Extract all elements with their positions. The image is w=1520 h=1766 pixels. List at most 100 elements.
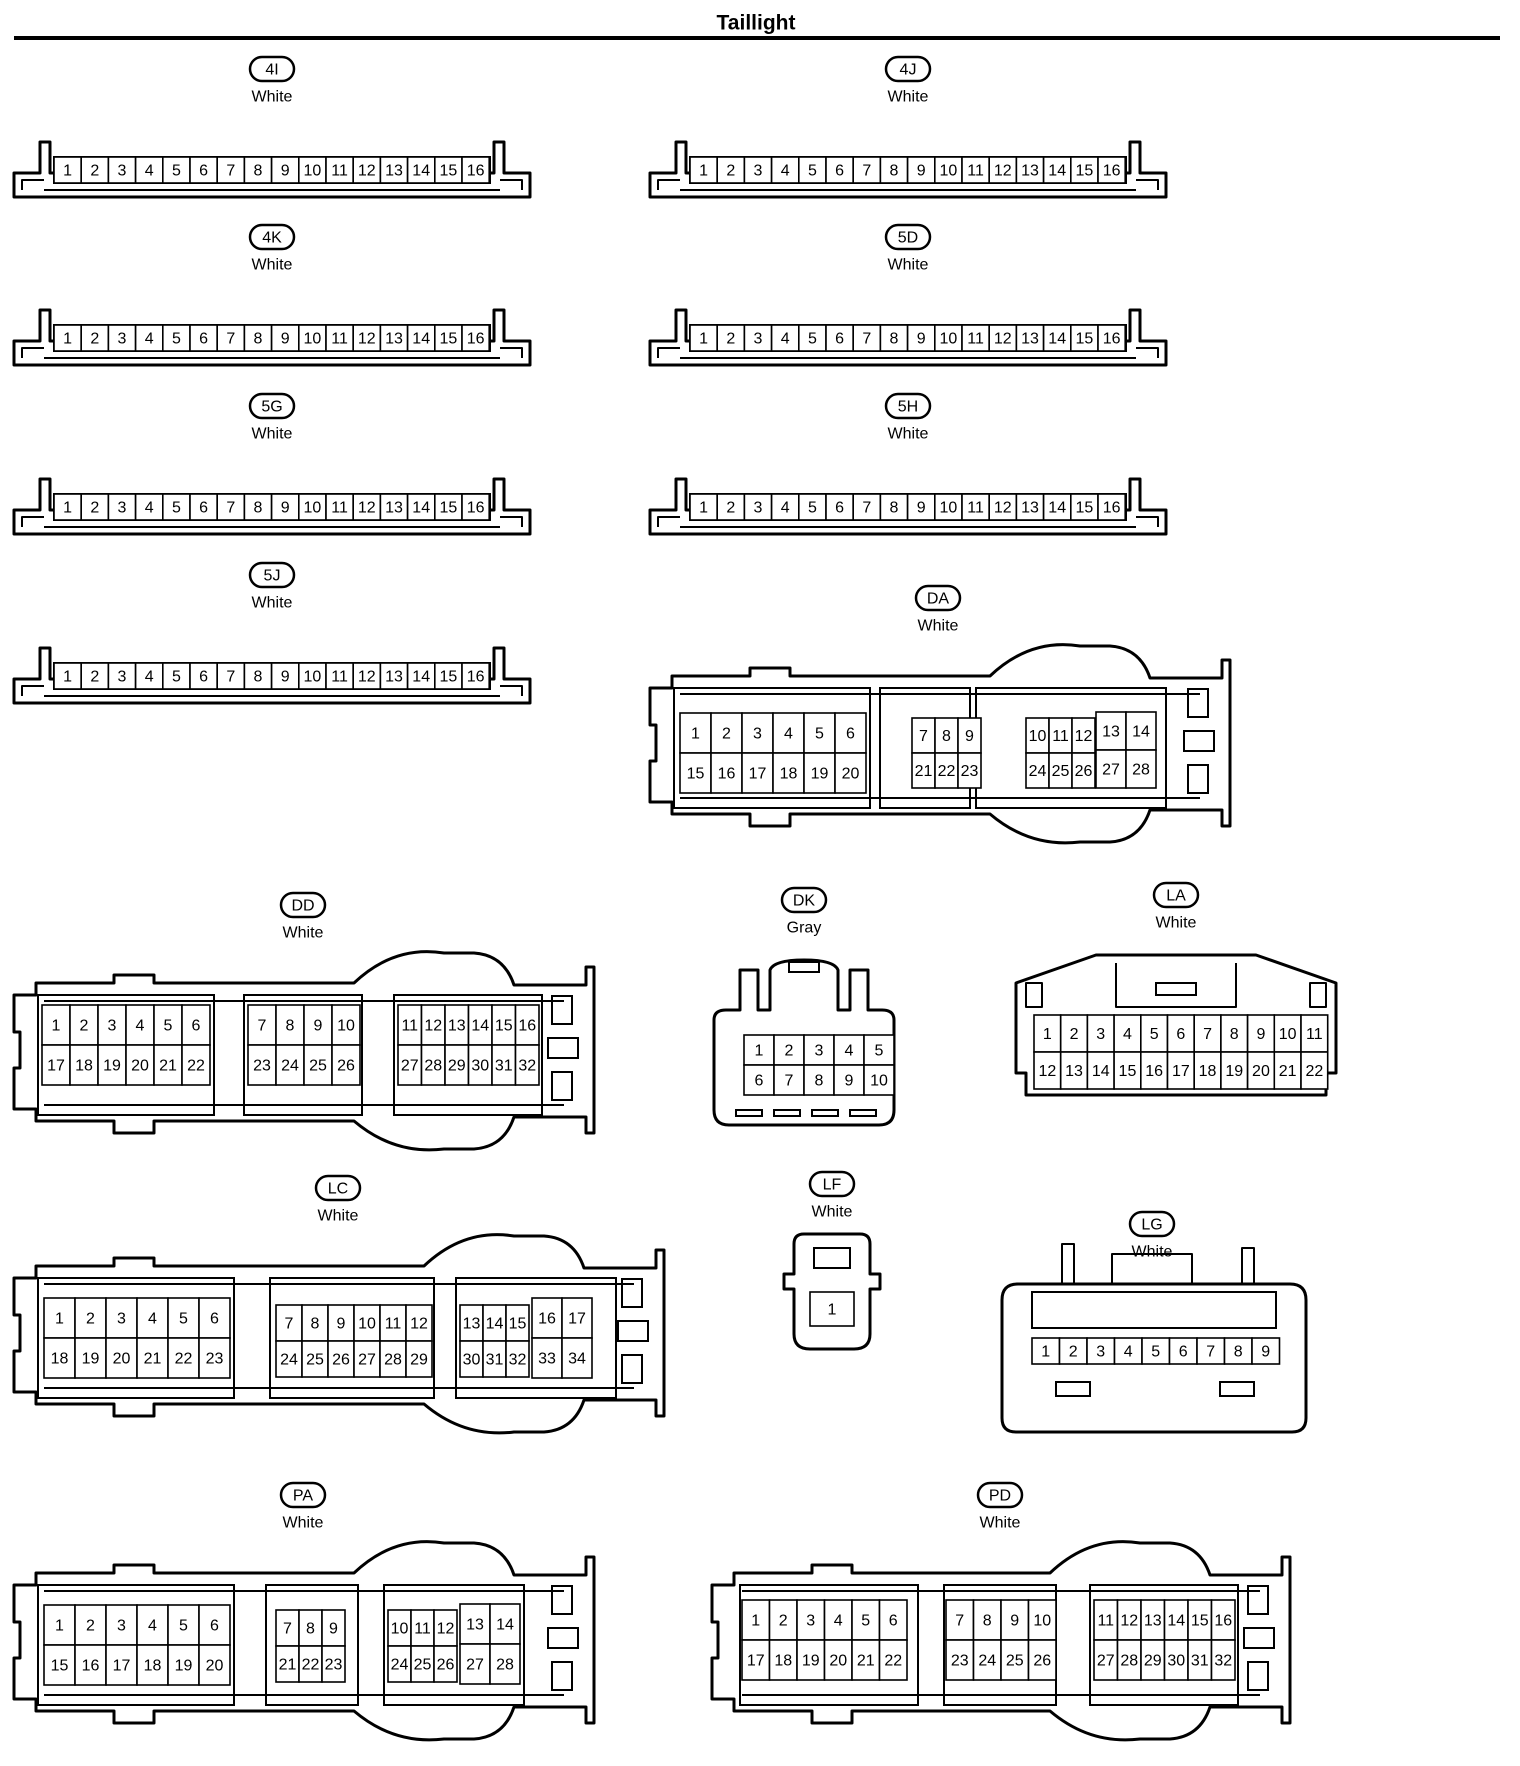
pin-cell: [352, 493, 382, 521]
latch-block: [551, 1585, 573, 1615]
pin-cell: [167, 1297, 200, 1339]
pin-number: 7: [226, 500, 235, 517]
pin-number: 5: [875, 1043, 884, 1060]
pin-number: 7: [283, 1621, 292, 1638]
pin-number: 11: [967, 331, 984, 348]
latch-block: [551, 995, 573, 1025]
pin-number: 16: [538, 1311, 556, 1328]
section-frame: [265, 1584, 359, 1706]
pin-cell: [331, 1004, 361, 1046]
pin-number: 2: [785, 1043, 794, 1060]
pin-cell: [181, 1044, 211, 1086]
pin-number: 5: [808, 163, 817, 180]
pin-number: 14: [412, 331, 430, 348]
pin-number: 10: [870, 1073, 888, 1090]
pin-number: 3: [108, 1018, 117, 1035]
pin-number: 22: [1305, 1063, 1323, 1080]
page-title: Taillight: [717, 12, 796, 35]
pin-number: 29: [1144, 1653, 1162, 1670]
pin-cell: [243, 493, 273, 521]
pin-cell: [1042, 324, 1072, 352]
pin-cell: [1071, 752, 1096, 789]
pin-number: 3: [754, 163, 763, 180]
pin-cell: [69, 1044, 99, 1086]
pin-cell: [461, 324, 491, 352]
pin-cell: [1210, 1639, 1236, 1681]
pin-number: 5: [172, 500, 181, 517]
pin-number: 3: [754, 500, 763, 517]
connector-id-badge: [248, 223, 296, 251]
pin-number: 4: [148, 1311, 157, 1328]
pin-number: 10: [1279, 1026, 1297, 1043]
pin-cell: [461, 493, 491, 521]
pin-cell: [325, 662, 355, 690]
connector-color: White: [918, 618, 959, 635]
pin-cell: [716, 493, 746, 521]
housing-outline: [712, 958, 896, 1127]
pin-number: 1: [1043, 1026, 1052, 1043]
pin-number: 9: [917, 500, 926, 517]
pin-number: 1: [1041, 1344, 1050, 1361]
pin-number: 25: [414, 1657, 432, 1674]
pin-cell: [461, 156, 491, 184]
pin-cell: [1097, 493, 1127, 521]
pin-cell: [1070, 156, 1099, 184]
pin-number: 3: [754, 331, 763, 348]
pin-number: 9: [1256, 1026, 1265, 1043]
pin-cell: [906, 156, 936, 184]
pin-cell: [433, 1645, 458, 1683]
connector-id-badge: [884, 223, 932, 251]
pin-number: 4: [784, 726, 793, 743]
pin-number: 13: [466, 1617, 484, 1634]
pin-cell: [105, 1337, 138, 1379]
pin-number: 12: [424, 1018, 442, 1035]
pin-cell: [1086, 1051, 1115, 1090]
pin-cell: [878, 1639, 908, 1681]
pin-number: 3: [118, 331, 127, 348]
terminal-slot: [1219, 1381, 1255, 1397]
pin-cell: [863, 1064, 895, 1096]
pin-cell: [353, 1304, 381, 1342]
pin-number: 12: [410, 1316, 428, 1333]
pin-cell: [797, 324, 827, 352]
pin-number: 8: [942, 728, 951, 745]
pin-cell: [1141, 1337, 1171, 1365]
pin-cell: [1070, 324, 1099, 352]
pin-number: 5: [164, 1018, 173, 1035]
pin-cell: [825, 324, 855, 352]
pin-number: 3: [118, 669, 127, 686]
pin-cell: [710, 752, 743, 794]
pin-cell: [134, 156, 164, 184]
connector-id-badge: [808, 1170, 856, 1198]
pin-cell: [1000, 1639, 1030, 1681]
connector-color: White: [283, 925, 324, 942]
connector-color: White: [888, 426, 929, 443]
pin-cell: [809, 1291, 855, 1327]
pin-number: 14: [412, 500, 430, 517]
pin-cell: [352, 324, 382, 352]
pin-number: 18: [780, 766, 798, 783]
latch-tab: [813, 1247, 851, 1269]
pin-number: 10: [304, 331, 322, 348]
pin-cell: [716, 324, 746, 352]
pin-cell: [181, 1004, 211, 1046]
pin-number: 7: [226, 331, 235, 348]
connector-color: White: [252, 257, 293, 274]
pin-number: 28: [1120, 1653, 1138, 1670]
pin-number: 28: [496, 1657, 514, 1674]
pin-number: 24: [978, 1653, 996, 1670]
pin-cell: [379, 324, 409, 352]
pin-number: 14: [1048, 500, 1066, 517]
pin-number: 6: [192, 1018, 201, 1035]
pin-number: 7: [1203, 1026, 1212, 1043]
pin-cell: [933, 493, 963, 521]
housing-lip: [657, 516, 1159, 528]
pin-number: 4: [781, 163, 790, 180]
pin-number: 18: [51, 1351, 69, 1368]
pin-number: 30: [463, 1352, 481, 1369]
pin-number: 14: [496, 1617, 514, 1634]
pin-number: 16: [467, 500, 485, 517]
housing-outline: [12, 477, 532, 536]
